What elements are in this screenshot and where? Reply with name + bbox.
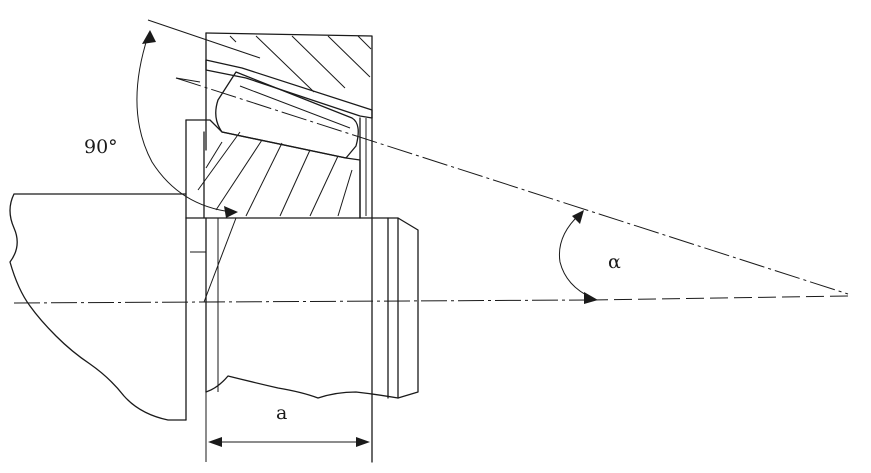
outer-race bbox=[205, 59, 373, 119]
roller-axis-line bbox=[175, 77, 849, 295]
line-top-left-1 bbox=[147, 19, 261, 59]
alpha-arrow-top bbox=[572, 210, 584, 224]
angle-90-arrow-bottom bbox=[224, 206, 238, 218]
alpha-label: α bbox=[608, 251, 621, 273]
shaft-axis-dashed bbox=[589, 295, 849, 301]
housing bbox=[205, 32, 373, 151]
dimension-a-label: a bbox=[276, 402, 287, 424]
alpha-arrow-bottom bbox=[584, 292, 598, 304]
roller-inner-edge bbox=[239, 85, 351, 129]
line-top-left-2 bbox=[175, 77, 201, 83]
angle-90-arrow-top bbox=[142, 30, 156, 44]
shaft-axis-line bbox=[13, 299, 591, 304]
inner-race bbox=[185, 119, 361, 219]
shaft bbox=[185, 217, 419, 421]
angle-90-label: 90° bbox=[84, 136, 118, 158]
shaft-break-left bbox=[9, 193, 187, 421]
angle-90-arc bbox=[136, 35, 233, 213]
alpha-arc bbox=[558, 213, 593, 299]
shaft-break-bottom bbox=[205, 375, 399, 399]
dimension-a bbox=[205, 392, 370, 462]
